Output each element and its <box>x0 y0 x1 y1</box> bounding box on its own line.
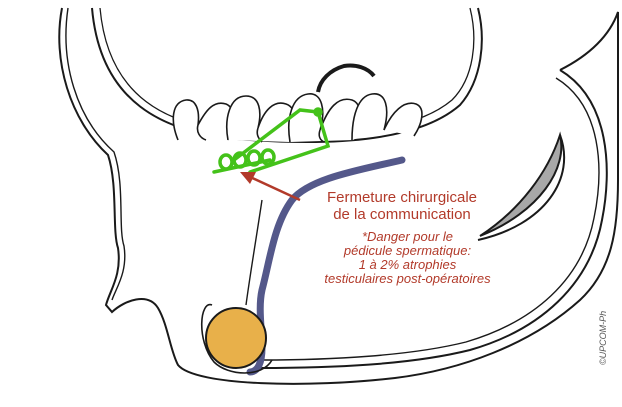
image-credit: ©UPCOM-Ph <box>598 311 608 365</box>
closure-annotation: Fermeture chirurgicale de la communicati… <box>302 190 502 224</box>
danger-line-2: pédicule spermatique: <box>300 244 515 257</box>
closure-line-1: Fermeture chirurgicale <box>302 190 502 205</box>
danger-annotation: *Danger pour le pédicule spermatique: 1 … <box>300 230 515 286</box>
danger-line-3: 1 à 2% atrophies <box>300 258 515 271</box>
danger-line-1: *Danger pour le <box>300 230 515 243</box>
testis <box>206 308 266 368</box>
closure-line-2: de la communication <box>302 207 502 222</box>
danger-line-4: testiculaires post-opératoires <box>300 272 515 285</box>
intestinal-loops <box>173 94 422 142</box>
bowl-dark-edge <box>318 65 374 92</box>
body-wall-inner <box>66 8 125 300</box>
arrow <box>240 172 300 200</box>
bone-crescent-outer <box>478 135 564 240</box>
